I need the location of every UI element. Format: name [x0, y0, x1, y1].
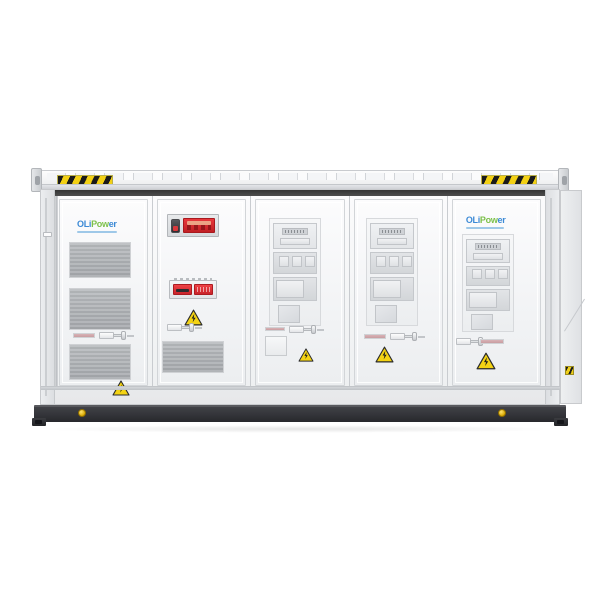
control-display-red[interactable] — [183, 218, 216, 233]
bottom-rail — [41, 386, 561, 390]
handle-knob — [311, 325, 317, 334]
door-handle-2[interactable] — [167, 323, 203, 332]
handle-plate — [455, 338, 471, 345]
handle-tail — [195, 326, 203, 329]
rack-window-5 — [470, 314, 493, 330]
door-handle-1[interactable] — [99, 331, 134, 340]
logo-underline-right — [465, 227, 504, 229]
vent-louver-3 — [69, 344, 131, 380]
rack-module-4-b — [388, 256, 399, 267]
yellow-lock-marker-right — [498, 409, 506, 417]
logo-text-part1: OLi — [77, 219, 92, 229]
bay-3-equipment-door[interactable] — [251, 196, 350, 390]
bay-2-control-door[interactable] — [153, 196, 252, 390]
door-handle-3[interactable] — [289, 325, 325, 334]
button-row[interactable] — [187, 225, 212, 230]
corner-post-left — [31, 168, 42, 192]
equipment-rack-5 — [461, 234, 514, 332]
alarm-indicator[interactable] — [194, 284, 214, 295]
rack-window-3 — [278, 305, 301, 323]
handle-knob — [411, 332, 417, 341]
emergency-stop-icon[interactable] — [171, 218, 181, 233]
rack-module-5-a — [471, 269, 482, 279]
equipment-rack-3 — [269, 218, 322, 326]
equipment-rack-4 — [365, 218, 418, 326]
container-roof — [40, 170, 561, 190]
yellow-lock-marker-left — [78, 409, 86, 417]
side-hazard-plate — [565, 366, 574, 375]
right-side-wall — [560, 190, 585, 404]
logo-text-part2: Pow — [91, 219, 109, 229]
brand-logo-left: OLiPower — [77, 220, 117, 229]
frame-column-right — [545, 190, 559, 404]
logo-text-part3: er — [497, 215, 506, 225]
container-body: OLiPower — [40, 189, 561, 405]
handle-knob — [189, 323, 195, 332]
frame-column-left — [41, 190, 55, 404]
rack-module-3-c — [305, 256, 316, 267]
handle-plate — [99, 332, 114, 339]
door-handle-4[interactable] — [389, 332, 425, 341]
rack-module-5-b — [484, 269, 495, 279]
door-label-strip-1 — [73, 333, 95, 338]
door-bay-row: OLiPower — [55, 196, 546, 396]
fire-alarm-box[interactable] — [169, 278, 218, 299]
access-panel-2 — [162, 341, 225, 373]
roof-corrugation — [47, 173, 553, 180]
handle-knob — [121, 331, 126, 340]
vent-louver-2 — [69, 288, 131, 330]
rack-module-4-a — [375, 256, 386, 267]
logo-text-part3: er — [108, 219, 117, 229]
rack-tray-5 — [468, 292, 497, 308]
latch-lever-left[interactable] — [43, 232, 52, 237]
handle-plate — [167, 324, 183, 331]
rack-tray-4 — [372, 280, 401, 298]
rack-module-4-c — [401, 256, 412, 267]
handle-plate — [289, 326, 305, 333]
door-label-strip-5 — [479, 339, 504, 344]
alarm-box-cap — [174, 278, 213, 281]
ground-shadow — [34, 425, 566, 433]
corner-foot-right — [554, 418, 568, 426]
handle-tail — [127, 334, 134, 337]
logo-underline-left — [77, 231, 117, 233]
rack-row-3-1 — [273, 223, 318, 249]
logo-text-part1: OLi — [465, 215, 480, 225]
rack-row-4-1 — [369, 223, 414, 249]
rack-module-3-a — [279, 256, 290, 267]
vent-louver-1 — [69, 242, 131, 278]
roof-fascia — [41, 184, 561, 189]
bay-1-louver-door[interactable]: OLiPower — [55, 196, 154, 396]
bay-seam-c — [55, 196, 58, 390]
door-label-strip-4 — [363, 334, 386, 339]
alarm-switch[interactable] — [173, 284, 193, 295]
bay-5-equipment-door[interactable]: OLiPower — [447, 196, 546, 390]
rack-meter-3 — [282, 228, 309, 235]
handle-tail — [317, 328, 325, 331]
rack-module-5-c — [497, 269, 508, 279]
brand-logo-right: OLiPower — [466, 216, 506, 225]
base-highlight — [34, 405, 566, 407]
handle-plate — [389, 333, 405, 340]
side-wall-seam — [564, 298, 585, 332]
container-base-skid — [32, 405, 568, 426]
access-plate-3 — [265, 336, 288, 356]
rack-breaker-3 — [280, 238, 311, 245]
handle-tail — [417, 335, 425, 338]
top-shadow-rail — [55, 190, 545, 196]
corner-foot-left — [32, 418, 46, 426]
rack-window-4 — [374, 305, 397, 323]
rack-meter-5 — [474, 243, 501, 250]
rack-breaker-5 — [472, 253, 503, 260]
bess-container-unit: OLiPower — [31, 168, 585, 426]
bay-4-equipment-door[interactable] — [349, 196, 448, 390]
rack-tray-3 — [276, 280, 305, 298]
rack-meter-4 — [378, 228, 405, 235]
door-label-strip-3 — [265, 327, 286, 331]
hmi-control-panel[interactable] — [167, 214, 220, 237]
logo-text-part2: Pow — [479, 215, 498, 225]
rack-module-3-b — [292, 256, 303, 267]
display-screen — [187, 221, 212, 225]
rack-breaker-4 — [376, 238, 407, 245]
